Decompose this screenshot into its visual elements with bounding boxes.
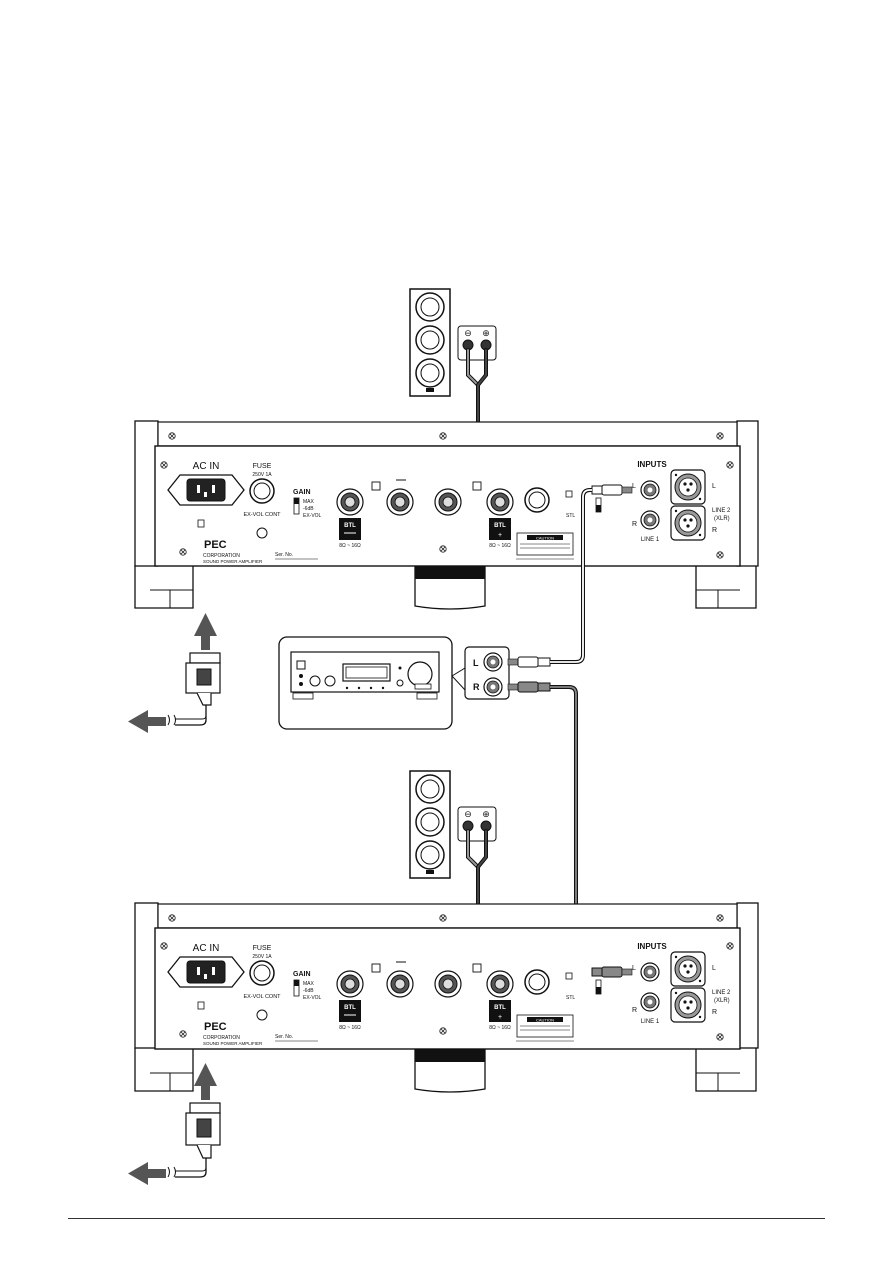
xlr-label-2: (XLR) (714, 998, 730, 1004)
xlr-l-label-2: L (712, 965, 716, 972)
stl-label: STL (566, 513, 575, 519)
speaker-minus-label: ⊖ (464, 328, 472, 338)
caution-label: CAUTION (536, 536, 554, 541)
btl-plus-label-2: BTL (494, 1005, 506, 1011)
speaker-plus-label: ⊕ (482, 328, 490, 338)
impedance-left-2: 8Ω ~ 16Ω (339, 1025, 361, 1031)
xlr-label: (XLR) (714, 516, 730, 522)
gain-max-2: MAX (303, 981, 315, 987)
impedance-right: 8Ω ~ 16Ω (489, 543, 511, 549)
brand-label-2: PEC (204, 1021, 227, 1033)
corp-label-2: CORPORATION (203, 1035, 240, 1041)
speaker-bottom: ⊖ ⊕ (409, 770, 497, 879)
ex-vol-label: EX-VOL CONT (243, 512, 281, 518)
gain-exvol-2: EX-VOL (303, 995, 322, 1001)
fuse-rating-2: 250V 1A (252, 954, 272, 960)
serial-label-2: Ser. No. (275, 1034, 293, 1040)
gain-exvol: EX-VOL (303, 513, 322, 519)
line1-label: LINE 1 (641, 537, 660, 543)
xlr-r-label: R (712, 527, 717, 534)
speaker-top: ⊖ ⊕ (409, 288, 497, 397)
source-device: L R (278, 636, 510, 730)
impedance-left: 8Ω ~ 16Ω (339, 543, 361, 549)
gain-6db-2: -6dB (303, 988, 314, 994)
input-r-label: R (632, 521, 637, 528)
source-r-label: R (473, 682, 480, 692)
line2-label: LINE 2 (712, 508, 731, 514)
power-cord-bottom (128, 1063, 221, 1185)
source-l-label: L (473, 658, 479, 668)
gain-6db: -6dB (303, 506, 314, 512)
amplifier-bottom: AC IN FUSE 250V 1A EX-VOL CONT GAIN MAX … (134, 902, 759, 1093)
power-cord-top (128, 613, 221, 733)
product-label-2: SOUND POWER AMPLIFIER (203, 1041, 263, 1046)
input-l-label-2: L (632, 965, 636, 972)
inputs-label-2: INPUTS (637, 942, 667, 951)
gain-max: MAX (303, 499, 315, 505)
impedance-right-2: 8Ω ~ 16Ω (489, 1025, 511, 1031)
ex-vol-label-2: EX-VOL CONT (243, 994, 281, 1000)
inputs-label: INPUTS (637, 460, 667, 469)
xlr-l-label: L (712, 483, 716, 490)
product-label: SOUND POWER AMPLIFIER (203, 559, 263, 564)
svg-text:+: + (498, 1014, 502, 1021)
ac-in-label: AC IN (193, 461, 220, 472)
xlr-r-label-2: R (712, 1009, 717, 1016)
line2-label-2: LINE 2 (712, 990, 731, 996)
ac-in-label-2: AC IN (193, 943, 220, 954)
gain-label-2: GAIN (293, 971, 311, 978)
input-r-label-2: R (632, 1007, 637, 1014)
stl-label-2: STL (566, 995, 575, 1001)
footer-rule (68, 1218, 825, 1219)
speaker-plus-label-2: ⊕ (482, 809, 490, 819)
corp-label: CORPORATION (203, 553, 240, 559)
fuse-label-2: FUSE (253, 945, 272, 952)
line1-label-2: LINE 1 (641, 1019, 660, 1025)
btl-minus-label-2: BTL (344, 1005, 356, 1011)
rca-plugs-source (507, 656, 551, 693)
fuse-rating: 250V 1A (252, 472, 272, 478)
gain-label: GAIN (293, 489, 311, 496)
brand-label: PEC (204, 539, 227, 551)
speaker-minus-label-2: ⊖ (464, 809, 472, 819)
amplifier-top: AC IN FUSE 250V 1A EX-VOL CONT GAIN MAX … (134, 420, 759, 610)
serial-label: Ser. No. (275, 552, 293, 558)
svg-text:+: + (498, 532, 502, 539)
btl-plus-label: BTL (494, 523, 506, 529)
input-l-label: L (632, 483, 636, 490)
btl-minus-label: BTL (344, 523, 356, 529)
caution-label-2: CAUTION (536, 1018, 554, 1023)
fuse-label: FUSE (253, 463, 272, 470)
